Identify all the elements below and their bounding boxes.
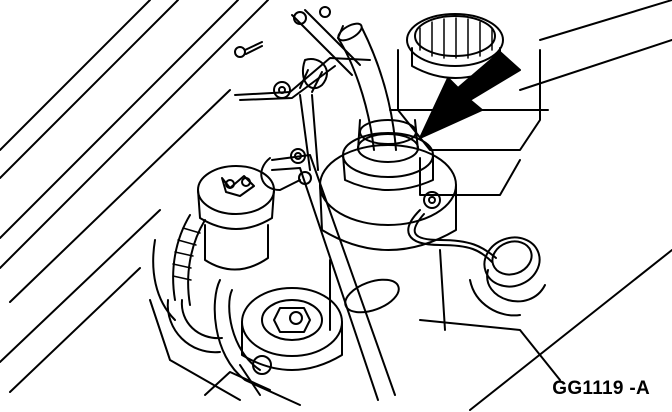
callout-arrow: [419, 51, 521, 139]
right-cap: [469, 236, 546, 317]
left-cap: [197, 165, 275, 271]
lower-frame: [149, 299, 561, 401]
central-module: [319, 119, 497, 263]
clip-part: [234, 41, 263, 58]
left-hose: [152, 214, 223, 354]
lower-mount: [213, 279, 343, 406]
control-rod: [299, 94, 319, 171]
upper-bracket: [234, 6, 371, 101]
vacuum-hose: [337, 22, 397, 151]
linkage-bar: [260, 148, 396, 401]
oval-slot: [329, 249, 446, 331]
figure-code-label: GG1119 -A: [552, 378, 650, 399]
